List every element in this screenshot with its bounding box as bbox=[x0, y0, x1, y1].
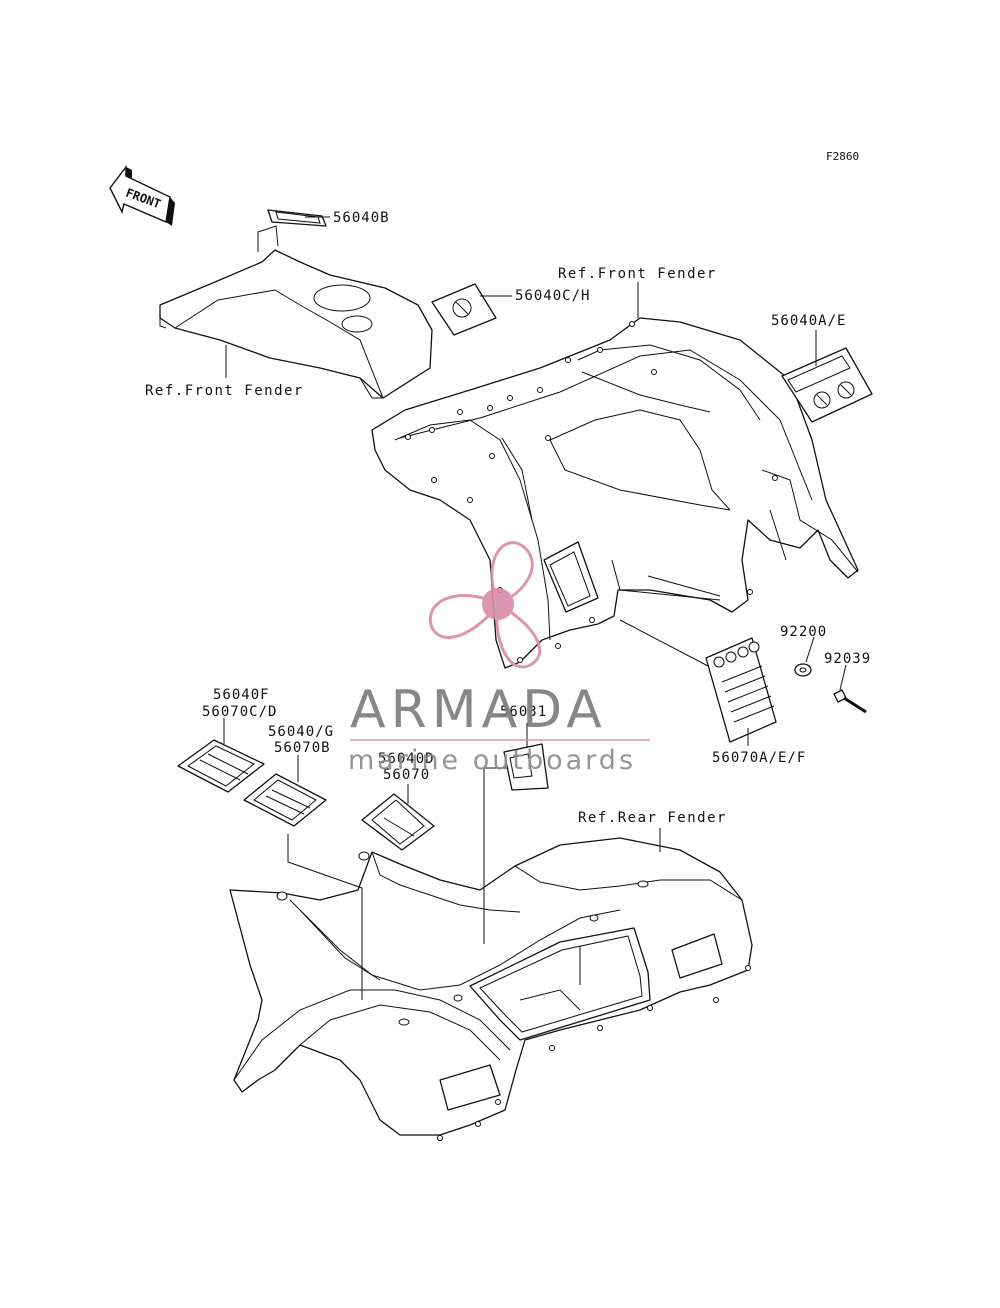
leader-lines bbox=[223, 216, 847, 1000]
label-56031: 56031 bbox=[500, 704, 547, 720]
label-56040b: 56040B bbox=[333, 210, 390, 226]
decal-56040ae bbox=[781, 347, 873, 423]
label-56040ch: 56040C/H bbox=[515, 288, 590, 304]
decal-56040g bbox=[243, 773, 327, 827]
watermark-brand: ARMADA bbox=[350, 680, 607, 740]
label-56040ae: 56040A/E bbox=[771, 313, 846, 329]
decal-56040d bbox=[361, 793, 435, 851]
armada-watermark: ARMADA marine outboards bbox=[348, 541, 650, 776]
label-ref-rear-fender: Ref.Rear Fender bbox=[578, 810, 727, 826]
label-56070cd: 56070C/D bbox=[202, 704, 277, 720]
decal-56070aef bbox=[705, 637, 777, 743]
label-56040d: 56040D bbox=[378, 751, 435, 767]
tag-56031 bbox=[503, 743, 549, 791]
label-56040f: 56040F bbox=[213, 687, 270, 703]
front-fender-main bbox=[371, 317, 859, 669]
label-56070b: 56070B bbox=[274, 740, 331, 756]
front-fender-cover bbox=[159, 225, 433, 399]
label-56070: 56070 bbox=[383, 767, 430, 783]
front-arrow-icon: FRONT bbox=[109, 164, 175, 226]
label-56070aef: 56070A/E/F bbox=[712, 750, 806, 766]
bolt-92039 bbox=[833, 689, 867, 714]
decal-56040b bbox=[267, 209, 327, 227]
propeller-logo-icon bbox=[428, 541, 542, 669]
washer-92200 bbox=[794, 663, 812, 677]
label-ref-front-fender-top: Ref.Front Fender bbox=[558, 266, 717, 282]
decal-56040f bbox=[177, 739, 265, 793]
decal-56040ch bbox=[431, 283, 497, 336]
watermark-tagline: marine outboards bbox=[348, 745, 636, 776]
figure-code: F2860 bbox=[826, 150, 859, 163]
label-92200: 92200 bbox=[780, 624, 827, 640]
label-ref-front-fender-left: Ref.Front Fender bbox=[145, 383, 304, 399]
rear-fender bbox=[229, 837, 753, 1141]
label-92039: 92039 bbox=[824, 651, 871, 667]
label-56040g: 56040/G bbox=[268, 724, 334, 740]
